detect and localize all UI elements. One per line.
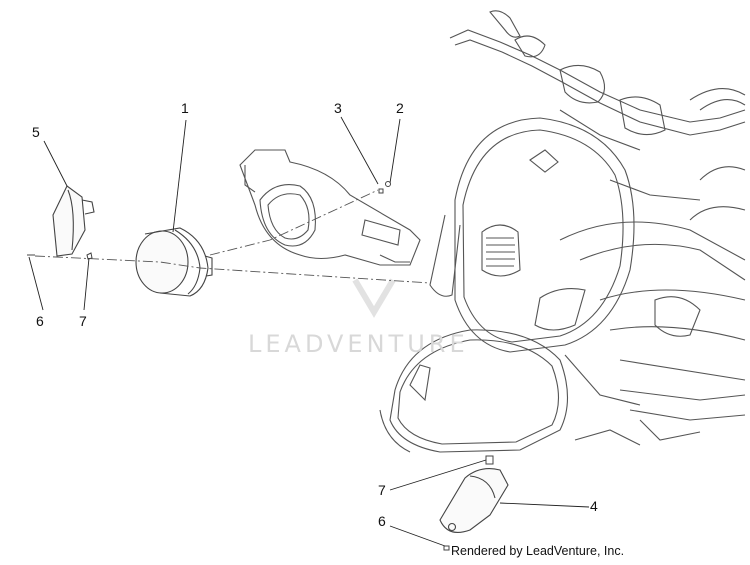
assembly-line [34,255,431,284]
watermark-logo-icon [352,278,396,318]
side-lens-part-5 [52,185,95,257]
headlamp-part-1 [135,227,213,297]
watermark: LEADVENTURE [248,330,469,358]
leader-lines [28,116,590,547]
callout-6-left: 6 [36,313,44,329]
handlebar-cover [239,149,421,266]
callout-7-bottom: 7 [378,482,386,498]
small-parts [27,181,494,551]
callout-7-left: 7 [79,313,87,329]
callout-6-bottom: 6 [378,513,386,529]
callout-5: 5 [32,124,40,140]
scooter-body [379,10,746,453]
callout-1: 1 [181,100,189,116]
callout-2: 2 [396,100,404,116]
callout-3: 3 [334,100,342,116]
credit-text: Rendered by LeadVenture, Inc. [451,544,625,558]
assembly-line-2 [209,189,379,256]
callout-4: 4 [590,498,598,514]
lens-part-4 [439,468,509,533]
